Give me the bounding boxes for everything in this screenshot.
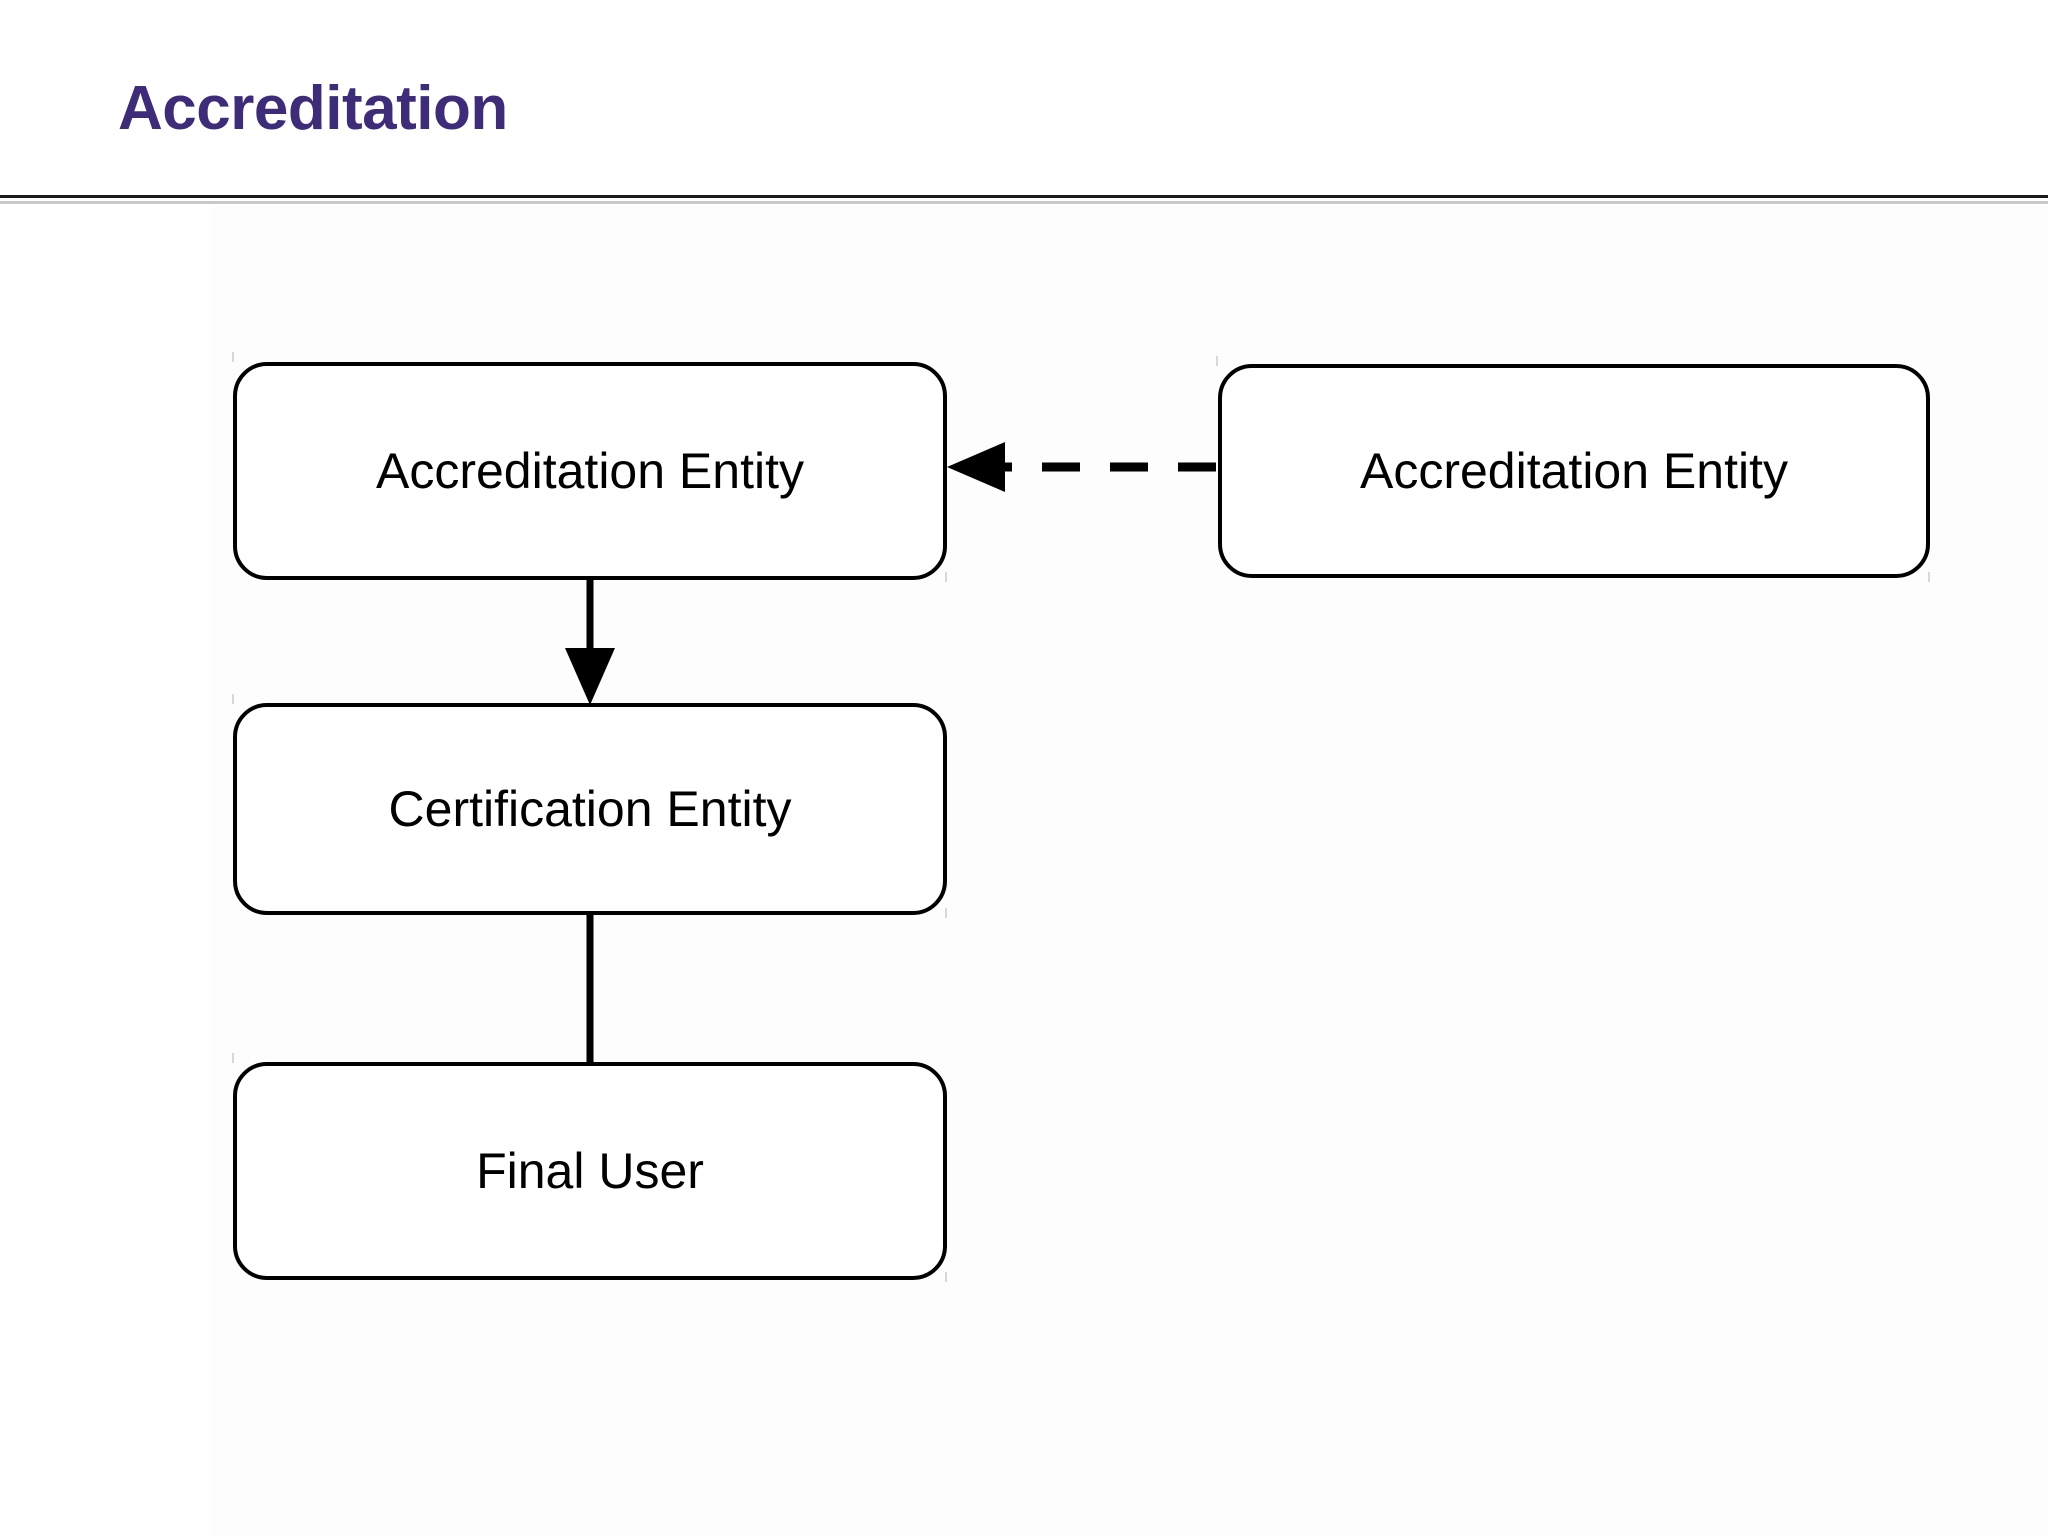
- node-label: Accreditation Entity: [376, 443, 804, 499]
- node-accreditation-entity-right[interactable]: Accreditation Entity: [1218, 364, 1930, 578]
- registration-tick: [232, 1053, 234, 1063]
- registration-tick: [232, 352, 234, 362]
- node-label: Accreditation Entity: [1360, 443, 1788, 499]
- registration-tick: [232, 694, 234, 704]
- registration-tick: [945, 1272, 947, 1282]
- page-title: Accreditation: [118, 74, 508, 143]
- title-divider-light: [0, 201, 2048, 204]
- edge-accreditation-to-certification-arrow: [565, 578, 615, 705]
- node-label: Certification Entity: [388, 781, 792, 837]
- node-certification-entity[interactable]: Certification Entity: [233, 703, 947, 915]
- registration-tick: [1216, 356, 1218, 366]
- node-label: Final User: [476, 1143, 704, 1199]
- node-accreditation-entity-left[interactable]: Accreditation Entity: [233, 362, 947, 580]
- registration-tick: [945, 908, 947, 918]
- node-final-user[interactable]: Final User: [233, 1062, 947, 1280]
- registration-tick: [1928, 572, 1930, 582]
- edge-right-to-left-dashed-arrow: [947, 442, 1216, 492]
- title-divider-dark: [0, 195, 2048, 198]
- registration-tick: [945, 572, 947, 582]
